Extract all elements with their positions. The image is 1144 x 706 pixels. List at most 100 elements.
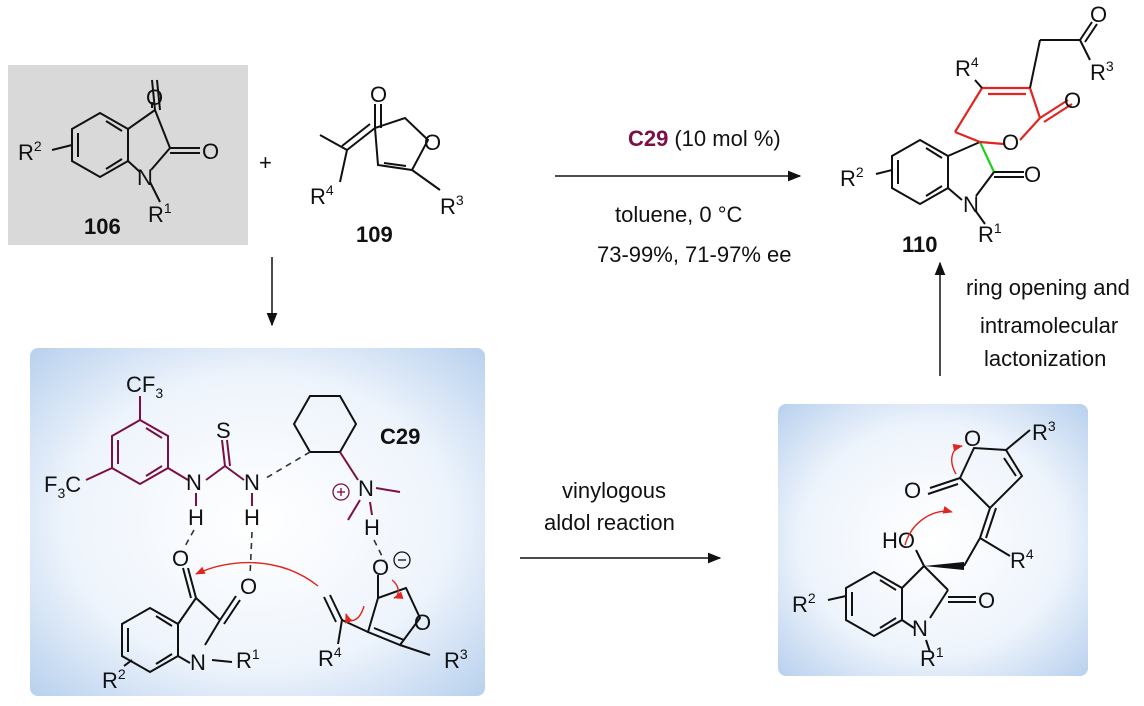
r4-label: R	[310, 184, 326, 209]
r1-sup: 1	[164, 200, 172, 216]
ring-opening-line1: ring opening and	[966, 275, 1130, 300]
r2-label: R	[792, 592, 808, 617]
svg-text:R2: R2	[18, 138, 42, 165]
r1-sup: 1	[936, 644, 944, 660]
oxygen-label: O	[370, 82, 387, 107]
svg-text:R4: R4	[1010, 546, 1034, 573]
electron-arrow	[195, 561, 319, 587]
oxygen-label: O	[978, 588, 995, 613]
r2-sup: 2	[118, 666, 126, 682]
adduct-panel	[778, 404, 1088, 676]
aryl-ring	[111, 418, 169, 486]
oxygen-label: O	[240, 574, 257, 599]
r3-sup: 3	[460, 646, 468, 662]
r3-sup: 3	[456, 192, 464, 208]
catalyst-label: C29	[628, 126, 668, 151]
hydrogen-label: H	[244, 505, 260, 530]
ring-opening-line3: lactonization	[984, 346, 1106, 371]
svg-text:R4: R4	[955, 54, 979, 81]
oxygen-label: O	[172, 546, 189, 571]
r4-sup: 4	[334, 644, 342, 660]
svg-text:R3: R3	[1032, 418, 1056, 445]
r3-sup: 3	[1106, 58, 1114, 74]
r3-label: R	[1090, 60, 1106, 85]
sulfur-label: S	[216, 418, 231, 443]
oxygen-label: O	[414, 610, 431, 635]
electron-arrow	[391, 579, 404, 599]
product-110: O N R1 R2 O O R4 O R3 110	[840, 2, 1114, 257]
f3c-sub: 3	[57, 485, 65, 501]
compound-number-109: 109	[356, 222, 393, 247]
isatin-106: O O N R1 R2 106	[8, 65, 248, 245]
oxygen-label: O	[1024, 162, 1041, 187]
nitrogen-label: N	[186, 470, 202, 495]
electron-arrow	[345, 605, 365, 624]
r2-sup: 2	[34, 138, 42, 154]
furanone-ring	[373, 116, 430, 172]
svg-text:R4: R4	[310, 182, 334, 209]
r3-label: R	[1032, 420, 1048, 445]
electron-arrow	[904, 506, 953, 546]
oxygen-label: O	[904, 478, 921, 503]
oxygen-label: O	[146, 85, 163, 110]
aldol-line1: vinylogous	[562, 478, 666, 503]
benzene-ring	[71, 111, 129, 179]
oxygen-label: O	[964, 426, 981, 451]
r2-label: R	[840, 166, 856, 191]
ts-panel	[30, 348, 485, 696]
r1-sup: 1	[994, 220, 1002, 236]
oxygen-label: O	[202, 139, 219, 164]
positive-charge-icon	[332, 483, 350, 501]
oxygen-label: O	[424, 130, 441, 155]
r1-label: R	[978, 222, 994, 247]
svg-text:R2: R2	[792, 590, 816, 617]
electron-arrow	[951, 443, 963, 475]
svg-text:R2: R2	[102, 666, 126, 693]
svg-text:R3: R3	[1090, 58, 1114, 85]
negative-charge-icon	[393, 551, 411, 569]
svg-text:F3C: F3C	[44, 472, 81, 501]
svg-text:R1: R1	[148, 200, 172, 227]
aldol-adduct-box: O N R1 R2 HO R4 O O R3	[778, 404, 1088, 676]
r2-sup: 2	[808, 590, 816, 606]
yield-text: 73-99%, 71-97% ee	[597, 242, 791, 267]
compound-number-110: 110	[902, 232, 938, 257]
plus-sign: +	[259, 150, 272, 175]
oxygen-label: O	[1064, 88, 1081, 113]
conditions-text: toluene, 0 °C	[615, 202, 743, 227]
svg-text:R1: R1	[236, 646, 260, 673]
aldol-line2: aldol reaction	[544, 510, 675, 535]
r3-label: R	[444, 648, 460, 673]
r4-sup: 4	[1026, 546, 1034, 562]
oxygen-label: O	[372, 555, 389, 580]
nitrogen-label: N	[244, 470, 260, 495]
r1-label: R	[148, 202, 164, 227]
svg-text:R2: R2	[840, 164, 864, 191]
oxygen-label: O	[1002, 130, 1019, 155]
hydroxyl-label: HO	[882, 528, 915, 553]
catalyst-tag: C29	[380, 424, 420, 449]
svg-text:R1: R1	[978, 220, 1002, 247]
transition-state-box: CF3 F3C S N N H H C29 N H	[30, 348, 485, 696]
reaction-arrow: C29(10 mol %) toluene, 0 °C 73-99%, 71-9…	[555, 126, 802, 267]
furanone-109: O O R4 R3 109	[310, 82, 464, 247]
r4-sup: 4	[326, 182, 334, 198]
compound-number-106: 106	[84, 214, 121, 239]
nitrogen-label: N	[963, 192, 979, 217]
r3-sup: 3	[1048, 418, 1056, 434]
furanone-ring	[958, 446, 1024, 510]
catalyst-loading: (10 mol %)	[674, 126, 780, 151]
r4-sup: 4	[971, 54, 979, 70]
svg-text:R1: R1	[920, 644, 944, 671]
r2-label: R	[18, 140, 34, 165]
nitrogen-label: N	[912, 616, 928, 641]
hydrogen-label: H	[188, 505, 204, 530]
cf3-sub: 3	[155, 385, 163, 401]
r3-label: R	[440, 194, 456, 219]
svg-text:R3: R3	[440, 192, 464, 219]
hydrogen-label: H	[364, 515, 380, 540]
f3c-label: F	[44, 472, 57, 497]
r2-label: R	[102, 668, 118, 693]
svg-text:R4: R4	[318, 644, 342, 671]
